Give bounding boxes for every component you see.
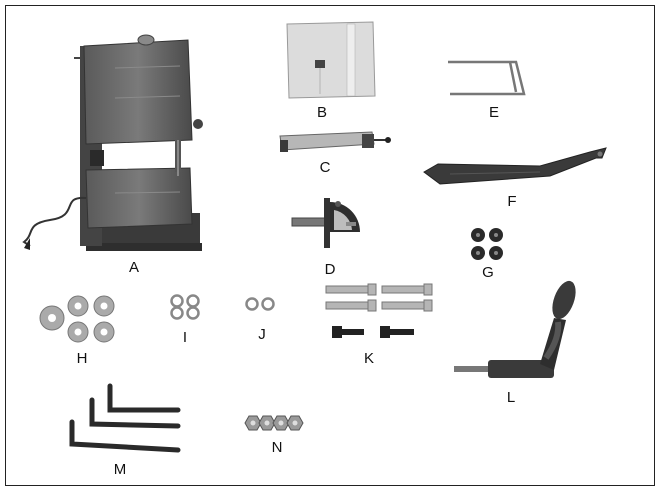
part-label-k: K bbox=[363, 350, 375, 367]
part-label-e: E bbox=[488, 104, 500, 121]
hex-nuts bbox=[242, 414, 304, 432]
flat-washers bbox=[38, 294, 130, 346]
push-stick bbox=[420, 144, 610, 190]
part-label-j: J bbox=[258, 326, 266, 343]
band-saw-body bbox=[20, 28, 210, 258]
saw-table bbox=[285, 20, 377, 100]
small-washers bbox=[244, 296, 278, 312]
rubber-feet bbox=[468, 226, 506, 262]
part-label-d: D bbox=[324, 261, 336, 278]
miter-gauge bbox=[290, 192, 370, 252]
part-label-m: M bbox=[113, 461, 127, 478]
part-label-i: I bbox=[182, 329, 188, 346]
locking-handle bbox=[450, 278, 580, 388]
part-label-n: N bbox=[271, 439, 283, 456]
part-label-h: H bbox=[76, 350, 88, 367]
rip-fence bbox=[276, 128, 392, 158]
part-label-f: F bbox=[507, 193, 517, 210]
bolts-and-screws bbox=[322, 280, 436, 346]
stand-bracket bbox=[444, 56, 528, 98]
part-label-l: L bbox=[506, 389, 516, 406]
part-label-c: C bbox=[319, 159, 331, 176]
part-label-b: B bbox=[316, 104, 328, 121]
part-label-a: A bbox=[128, 259, 140, 276]
lock-washers bbox=[168, 294, 204, 320]
hex-keys bbox=[64, 382, 184, 456]
part-label-g: G bbox=[482, 264, 494, 281]
